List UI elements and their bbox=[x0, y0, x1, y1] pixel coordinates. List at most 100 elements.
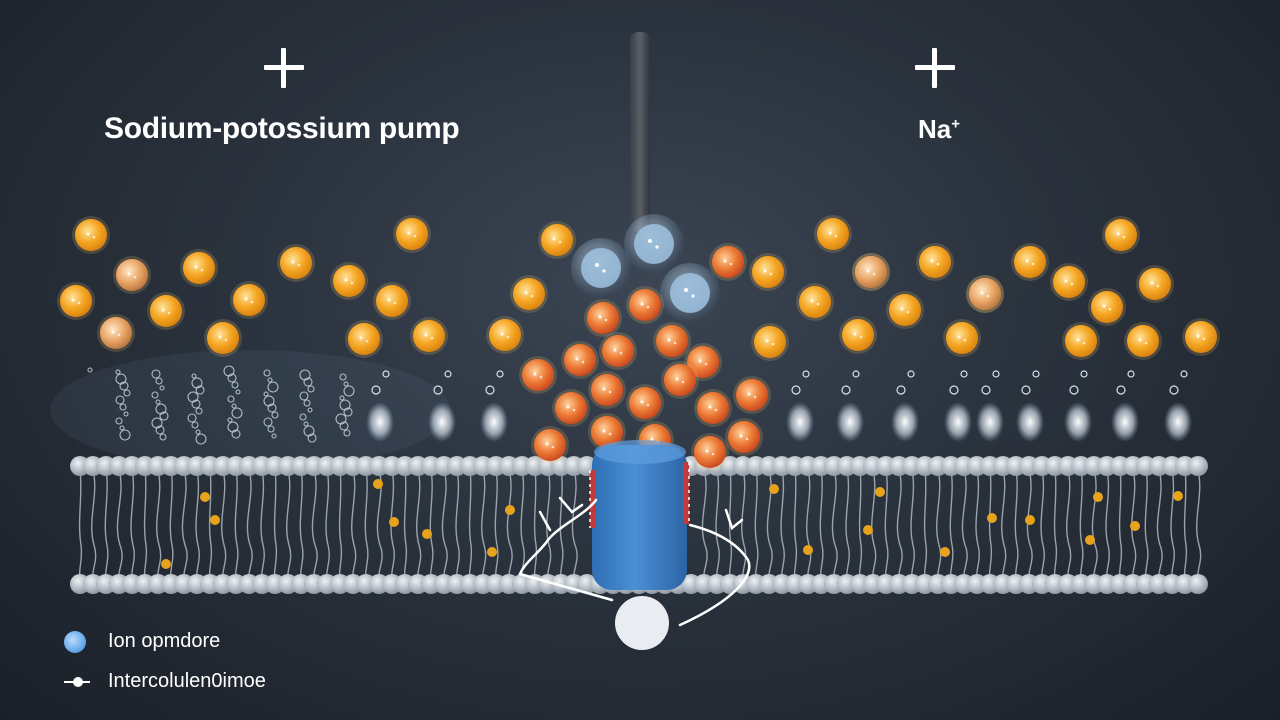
pale-ion bbox=[116, 259, 148, 291]
small-bubble bbox=[267, 425, 275, 433]
sodium-ion bbox=[183, 252, 215, 284]
sodium-ion bbox=[817, 218, 849, 250]
small-bubble bbox=[339, 399, 351, 411]
lipid-tail bbox=[728, 469, 733, 581]
sodium-ion bbox=[60, 285, 92, 317]
lipid-tail bbox=[780, 469, 785, 581]
lipid-tail bbox=[715, 469, 720, 581]
lipid-tail bbox=[1196, 469, 1202, 581]
small-bubble bbox=[195, 433, 207, 445]
potassium-ion-mark bbox=[640, 400, 644, 404]
lipid-tail bbox=[975, 469, 980, 581]
small-bubble bbox=[335, 413, 347, 425]
small-bubble bbox=[155, 403, 167, 415]
lipid-tail bbox=[831, 469, 838, 581]
small-bubble bbox=[263, 395, 275, 407]
potassium-ion bbox=[736, 379, 768, 411]
lipid-tail bbox=[949, 469, 954, 581]
lipid-tail bbox=[468, 469, 473, 581]
sodium-ion bbox=[513, 278, 545, 310]
sodium-ion-mark bbox=[765, 339, 769, 343]
potassium-ion bbox=[697, 392, 729, 424]
sodium-ion bbox=[842, 319, 874, 351]
lipid-tail bbox=[376, 469, 383, 581]
sodium-ion-mark bbox=[77, 301, 81, 305]
small-bubble bbox=[119, 403, 127, 411]
pale-ion-mark bbox=[111, 330, 115, 334]
lipid-tail bbox=[871, 469, 877, 581]
lipid-tail bbox=[181, 469, 188, 581]
small-bubble bbox=[263, 417, 273, 427]
sodium-ion-mark bbox=[167, 311, 171, 315]
small-bubble bbox=[155, 377, 163, 385]
sodium-ion-mark bbox=[763, 269, 767, 273]
potassium-ion bbox=[522, 359, 554, 391]
membrane-particle bbox=[200, 492, 210, 502]
legend-label-ion: Ion opmdore bbox=[108, 630, 221, 652]
small-bubble bbox=[231, 381, 239, 389]
lipid-tail bbox=[988, 469, 993, 581]
sodium-ion-mark bbox=[71, 298, 75, 302]
potassium-ion-mark bbox=[613, 348, 617, 352]
potassium-ion-mark bbox=[602, 387, 606, 391]
small-bubble bbox=[485, 385, 495, 395]
small-bubble bbox=[119, 381, 129, 391]
small-bubble bbox=[444, 370, 452, 378]
sodium-ion-mark bbox=[816, 302, 820, 306]
lipid-tail bbox=[130, 469, 135, 581]
sodium-ion bbox=[413, 320, 445, 352]
small-bubble bbox=[303, 425, 315, 437]
lipid-tail bbox=[1156, 469, 1163, 581]
small-bubble bbox=[1080, 370, 1088, 378]
small-bubble bbox=[195, 429, 201, 435]
small-bubble bbox=[187, 413, 197, 423]
lipid-tail bbox=[143, 469, 148, 581]
sodium-ion bbox=[489, 319, 521, 351]
sodium-ion-mark bbox=[1202, 337, 1206, 341]
sodium-ion bbox=[207, 322, 239, 354]
sodium-ion-mark bbox=[552, 237, 556, 241]
potassium-ion-mark bbox=[747, 392, 751, 396]
sodium-ion-mark bbox=[1108, 307, 1112, 311]
small-bubble bbox=[115, 417, 123, 425]
sodium-ion-mark bbox=[859, 335, 863, 339]
membrane-particle bbox=[1173, 491, 1183, 501]
potassium-ion bbox=[534, 429, 566, 461]
legend-item-intercellular: Intercolulen0imoe bbox=[64, 670, 266, 693]
potassium-ion-mark bbox=[608, 390, 612, 394]
lipid-tail bbox=[896, 469, 903, 581]
sodium-ion-mark bbox=[250, 300, 254, 304]
small-bubble bbox=[307, 433, 317, 443]
membrane-particle bbox=[940, 547, 950, 557]
sodium-ion bbox=[1091, 291, 1123, 323]
potassium-ion-mark bbox=[667, 338, 671, 342]
sodium-ion bbox=[376, 285, 408, 317]
sodium-ion-mark bbox=[224, 338, 228, 342]
sodium-ion-mark bbox=[769, 272, 773, 276]
lipid-tail bbox=[1066, 469, 1072, 581]
page-title: Sodium-potossium pump bbox=[104, 112, 460, 145]
small-bubble bbox=[343, 381, 349, 387]
sodium-ion-mark bbox=[1150, 281, 1154, 285]
sodium-ion-mark bbox=[963, 338, 967, 342]
sodium-ion bbox=[1127, 325, 1159, 357]
potassium-ion bbox=[712, 246, 744, 278]
lipid-tail bbox=[923, 469, 928, 581]
sodium-ion-mark bbox=[524, 291, 528, 295]
lipid-tail bbox=[311, 469, 318, 581]
small-bubble bbox=[87, 367, 93, 373]
small-bubble bbox=[271, 411, 279, 419]
sodium-ion-mark bbox=[424, 333, 428, 337]
potassium-ion-mark bbox=[581, 360, 585, 364]
potassium-ion bbox=[564, 344, 596, 376]
membrane-particle bbox=[1093, 492, 1103, 502]
lipid-tail bbox=[104, 469, 109, 581]
pale-ion bbox=[855, 256, 887, 288]
lipid-tail bbox=[260, 469, 265, 581]
sodium-ion-mark bbox=[194, 265, 198, 269]
sodium-ion-charge: + bbox=[951, 115, 961, 133]
plus-sign-right-icon bbox=[915, 48, 955, 88]
sodium-ion-mark bbox=[1196, 334, 1200, 338]
small-bubble bbox=[115, 395, 125, 405]
pump-protein bbox=[589, 440, 690, 590]
